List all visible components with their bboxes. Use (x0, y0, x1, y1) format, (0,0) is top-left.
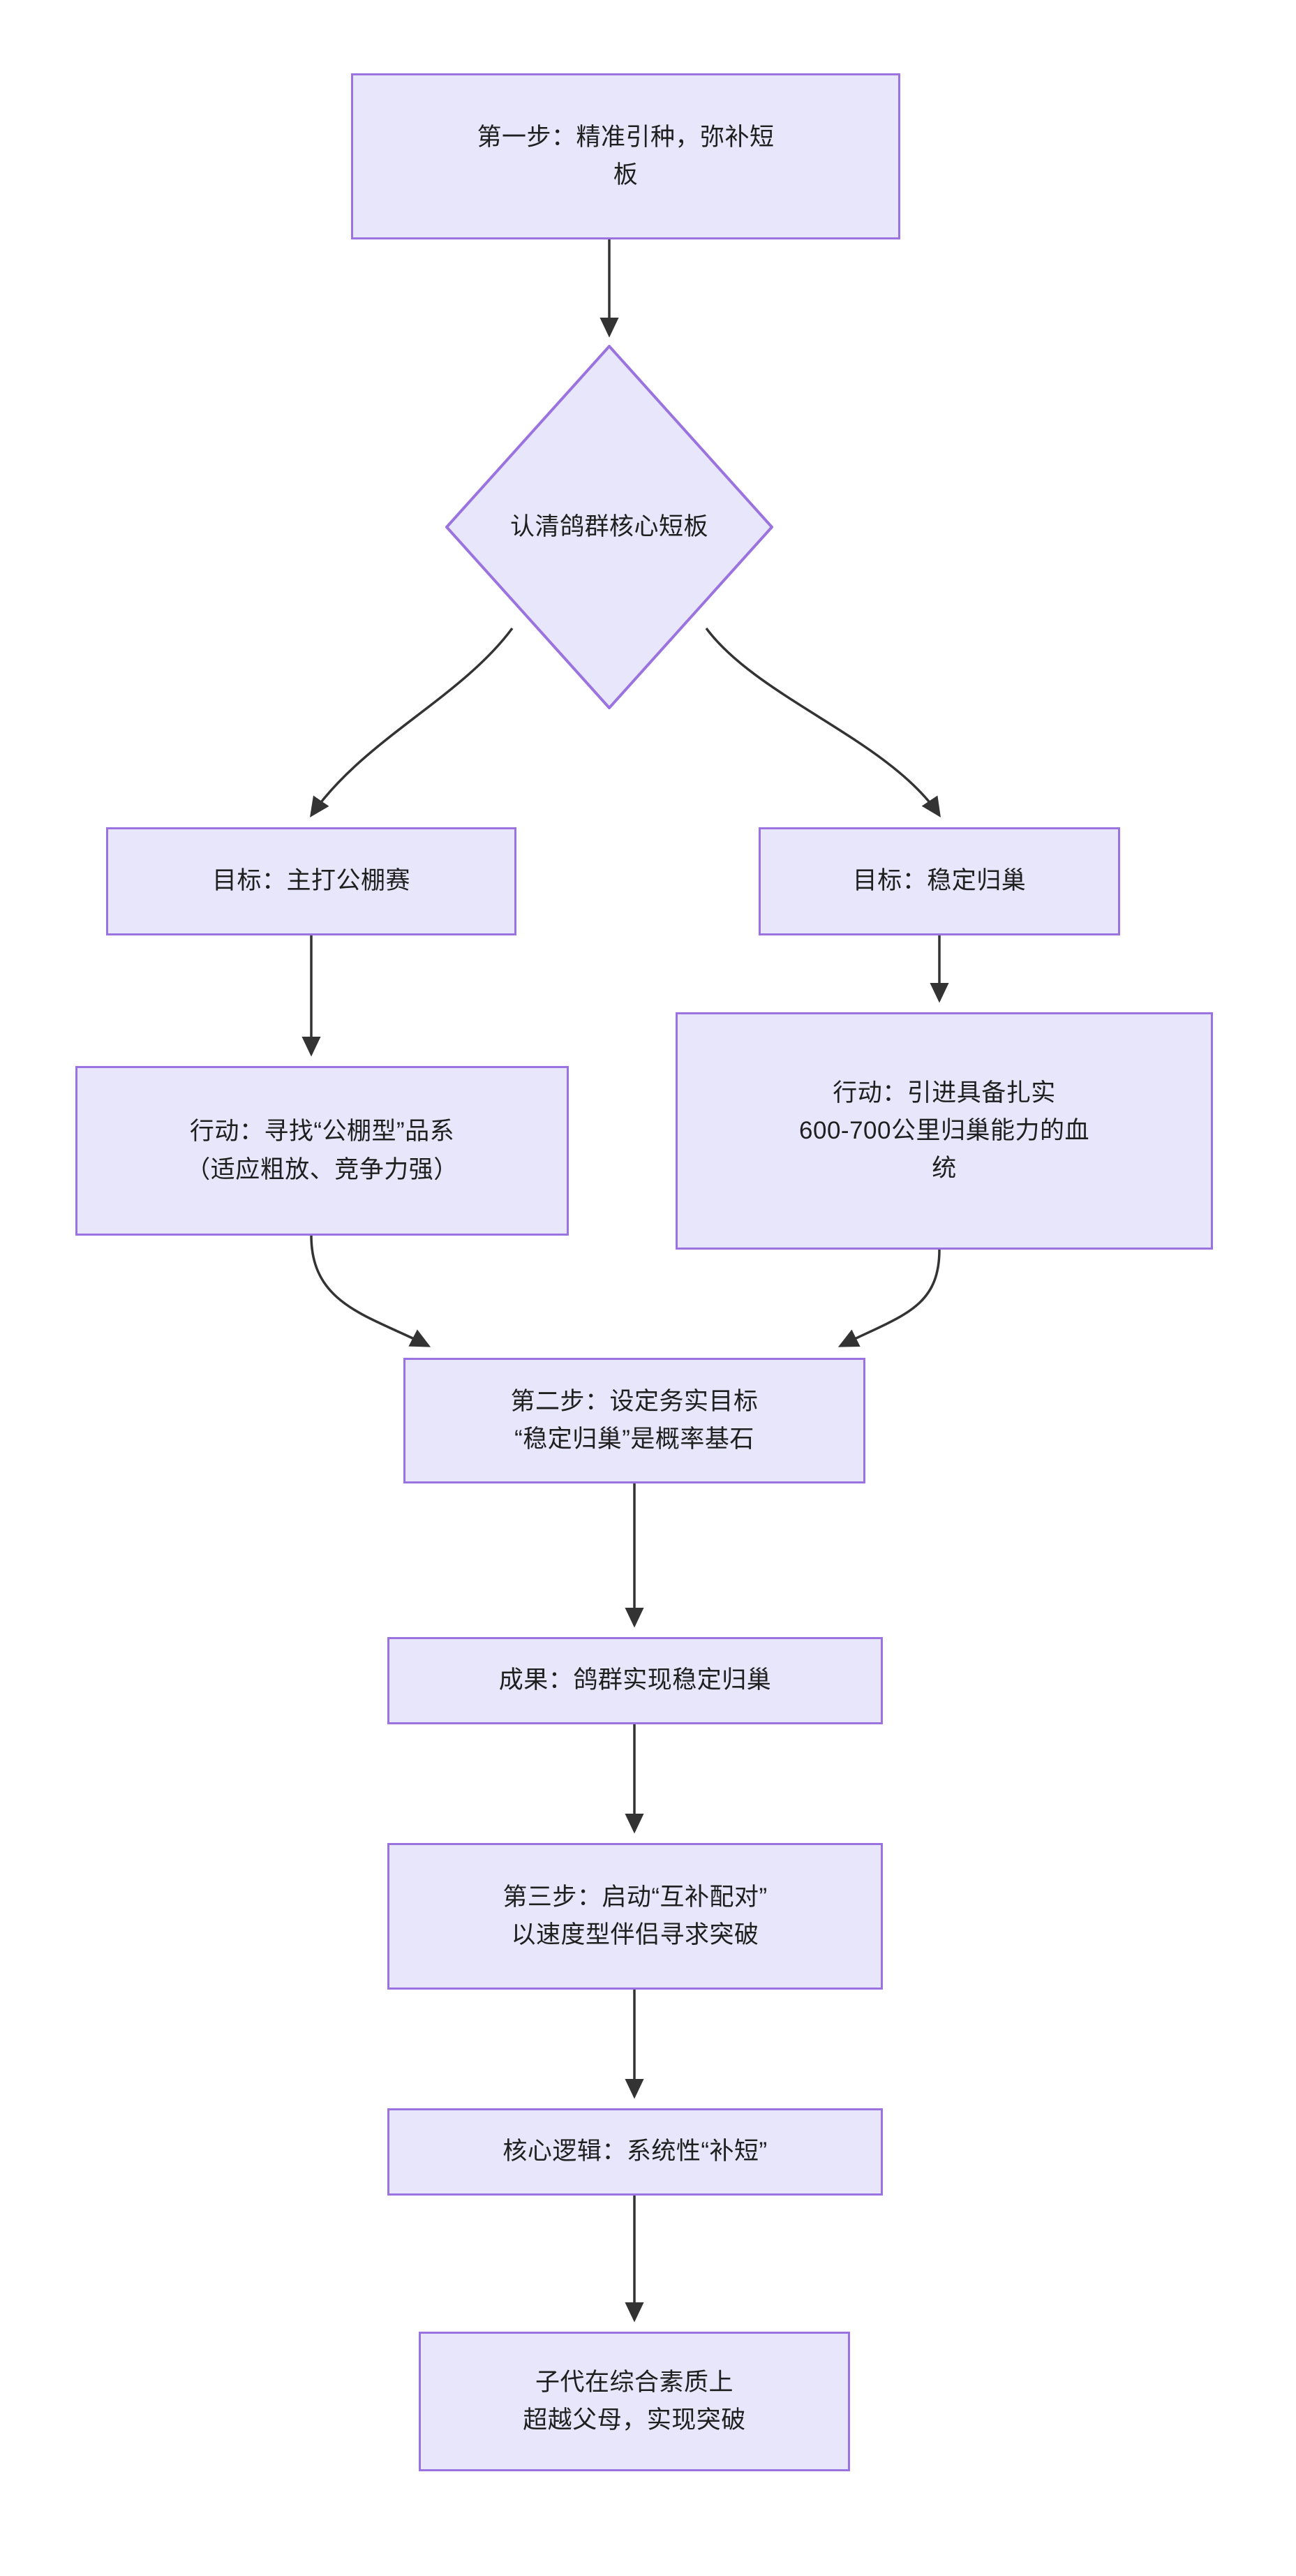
node-core-logic[interactable]: 核心逻辑：系统性“补短” (387, 2108, 883, 2196)
node-outcome-breakthrough[interactable]: 子代在综合素质上 超越父母，实现突破 (419, 2332, 850, 2471)
node-result-stable-homing[interactable]: 成果：鸽群实现稳定归巢 (387, 1637, 883, 1724)
node-decision-label: 认清鸽群核心短板 (509, 512, 708, 540)
node-step3[interactable]: 第三步：启动“互补配对” 以速度型伴侣寻求突破 (387, 1843, 883, 1990)
node-step3-label: 第三步：启动“互补配对” 以速度型伴侣寻求突破 (502, 1883, 768, 1948)
node-decision-core-weakness[interactable]: 认清鸽群核心短板 (445, 345, 773, 709)
node-step1-label: 第一步：精准引种，弥补短 板 (477, 123, 775, 188)
node-goal-loft-race[interactable]: 目标：主打公棚赛 (106, 827, 516, 935)
node-action-bloodline-label: 行动：引进具备扎实 600-700公里归巢能力的血 统 (799, 1079, 1089, 1183)
node-goal-loft-race-label: 目标：主打公棚赛 (211, 867, 410, 895)
node-step1[interactable]: 第一步：精准引种，弥补短 板 (351, 73, 900, 239)
edge-action-bloodline-to-step2 (837, 1249, 941, 1347)
node-action-bloodline[interactable]: 行动：引进具备扎实 600-700公里归巢能力的血 统 (676, 1012, 1213, 1250)
node-outcome-breakthrough-label: 子代在综合素质上 超越父母，实现突破 (523, 2368, 746, 2434)
node-goal-stable-homing-label: 目标：稳定归巢 (852, 867, 1027, 895)
edge-action-loft-type-to-step2 (310, 1235, 431, 1347)
node-result-stable-homing-label: 成果：鸽群实现稳定归巢 (498, 1666, 772, 1694)
node-step2[interactable]: 第二步：设定务实目标 “稳定归巢”是概率基石 (403, 1358, 865, 1483)
node-step2-label: 第二步：设定务实目标 “稳定归巢”是概率基石 (510, 1387, 759, 1453)
diamond-shape (445, 345, 773, 709)
node-goal-stable-homing[interactable]: 目标：稳定归巢 (759, 827, 1120, 935)
node-core-logic-label: 核心逻辑：系统性“补短” (502, 2138, 768, 2166)
node-action-loft-type[interactable]: 行动：寻找“公棚型”品系 （适应粗放、竞争力强） (75, 1066, 569, 1236)
node-action-loft-type-label: 行动：寻找“公棚型”品系 （适应粗放、竞争力强） (186, 1118, 459, 1183)
